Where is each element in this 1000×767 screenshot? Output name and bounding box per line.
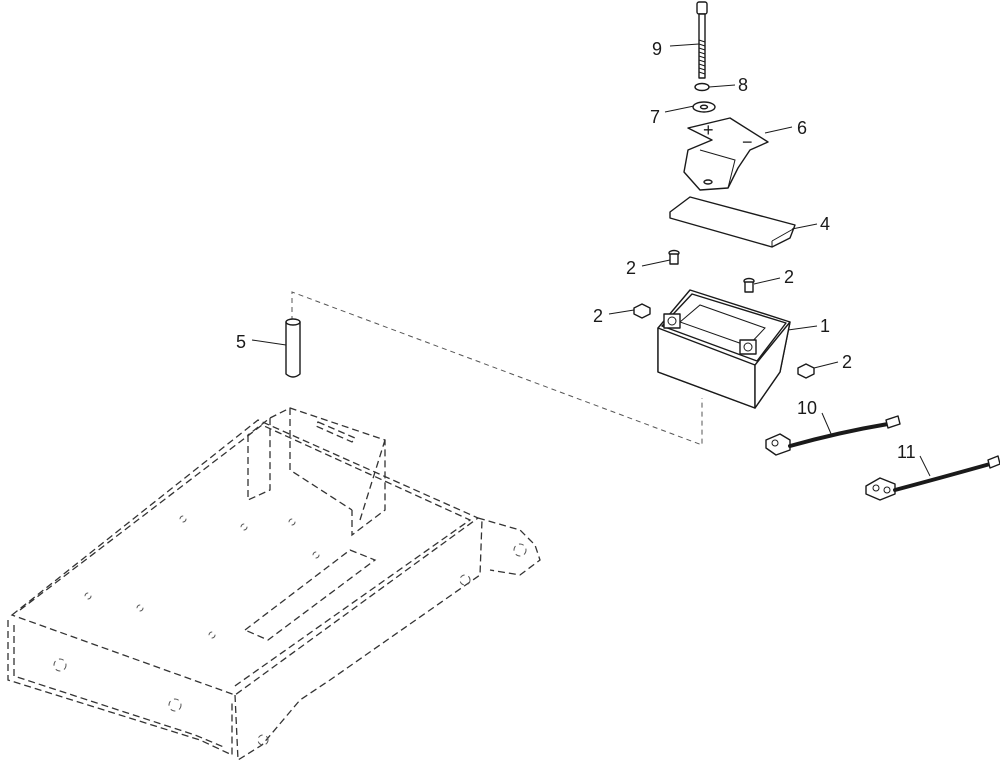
terminal-nut-part-2c	[633, 303, 651, 319]
callout-7: 7	[650, 107, 660, 127]
battery-cable-part-10	[765, 415, 901, 456]
terminal-screw-part-2a	[668, 249, 680, 265]
leader-lines	[251, 43, 931, 477]
callout-10: 10	[797, 398, 817, 418]
minus-terminal-mark: −	[742, 132, 753, 152]
callout-6: 6	[797, 118, 807, 138]
callout-8: 8	[738, 75, 748, 95]
spacer-tube-part-5	[285, 318, 301, 378]
battery-pad-part-4	[669, 196, 796, 248]
plus-terminal-mark: +	[703, 120, 714, 140]
terminal-screw-part-2b	[743, 277, 755, 293]
battery-part-1	[657, 289, 791, 409]
callout-4: 4	[820, 214, 830, 234]
callout-2-b: 2	[784, 267, 794, 287]
callout-5: 5	[236, 332, 246, 352]
flat-washer-part-7	[692, 101, 716, 113]
callout-9: 9	[652, 39, 662, 59]
hold-down-bracket-part-6	[683, 117, 769, 191]
callout-2-a: 2	[626, 258, 636, 278]
battery-tray-frame	[7, 407, 541, 762]
callout-1: 1	[820, 316, 830, 336]
callout-2-c: 2	[593, 306, 603, 326]
lock-washer-part-8	[694, 82, 710, 92]
battery-cable-part-11	[865, 455, 1000, 501]
callout-11: 11	[897, 442, 916, 462]
assembly-path-line	[291, 291, 703, 446]
bolt-part-9	[696, 1, 708, 79]
callout-2-d: 2	[842, 352, 852, 372]
terminal-nut-part-2d	[797, 363, 815, 379]
